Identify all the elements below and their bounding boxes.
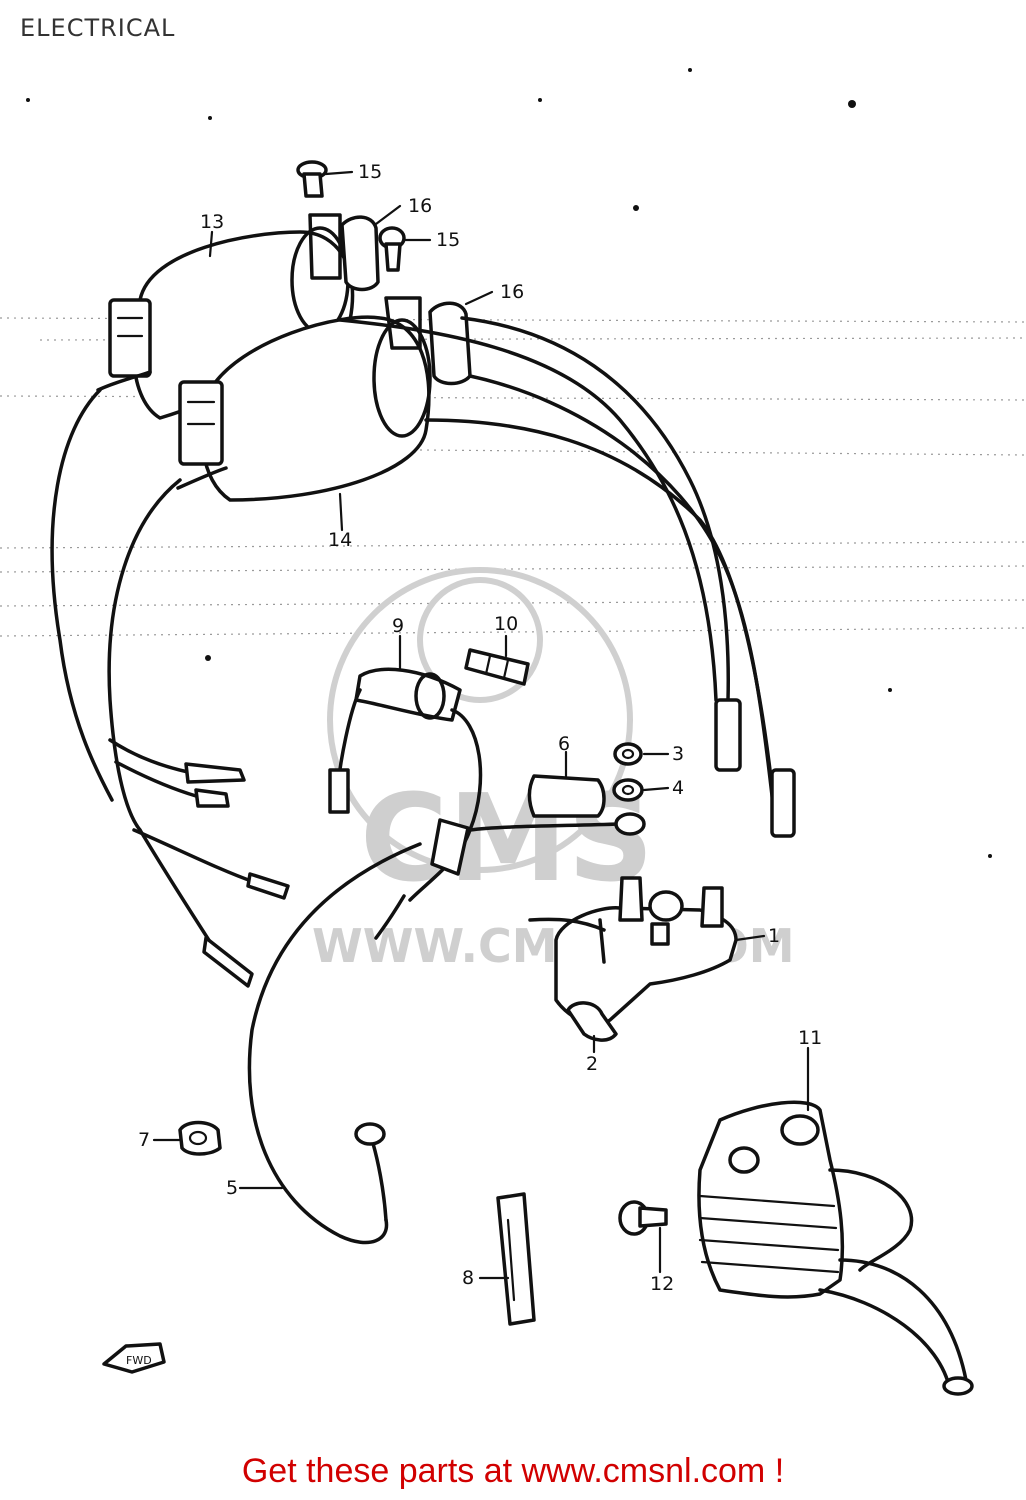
callout-10: 10	[494, 613, 518, 635]
fuse-10	[464, 648, 530, 686]
callout-labels: 1 2 3 4 5 6 7 8 9 10 11 12 13 14 15 15 1…	[138, 161, 822, 1295]
callout-4: 4	[672, 777, 684, 799]
callout-7: 7	[138, 1129, 150, 1151]
bracket-8	[496, 1192, 536, 1326]
coil-wiring-harness	[50, 388, 290, 988]
callout-16-top: 16	[408, 195, 432, 217]
callout-15-top: 15	[358, 161, 382, 183]
callout-16-lower: 16	[500, 281, 524, 303]
callout-13: 13	[200, 211, 224, 233]
callout-15-right: 15	[436, 229, 460, 251]
screw-15-right	[378, 226, 406, 272]
screw-15-top	[296, 160, 328, 198]
screw-12	[618, 1200, 668, 1236]
high-tension-leads	[338, 316, 796, 838]
callout-11: 11	[798, 1027, 822, 1049]
callout-1: 1	[768, 925, 780, 947]
get-parts-link[interactable]: Get these parts at www.cmsnl.com !	[241, 1452, 785, 1490]
battery-lead-5	[247, 812, 646, 1245]
page-title: ELECTRICAL	[20, 14, 176, 42]
callout-9: 9	[392, 615, 404, 637]
scan-dots	[26, 68, 992, 858]
callout-2: 2	[586, 1053, 598, 1075]
fwd-direction-arrow: FWD	[102, 1342, 166, 1374]
callout-14: 14	[328, 529, 352, 551]
callout-3: 3	[672, 743, 684, 765]
clamp-7	[178, 1120, 222, 1156]
coil-terminal-cap-lower	[428, 301, 472, 386]
fuse-holder-9	[328, 667, 483, 940]
callout-6: 6	[558, 733, 570, 755]
watermark-logo-text: CMS	[360, 770, 654, 909]
nut-3	[613, 742, 643, 766]
regulator-rectifier-11	[697, 1100, 974, 1396]
callout-8: 8	[462, 1267, 474, 1289]
scan-noise	[0, 317, 1026, 637]
terminal-cover-6	[527, 774, 606, 818]
callout-leaders	[152, 170, 810, 1280]
washer-4	[612, 778, 644, 802]
screw-2	[566, 1001, 618, 1042]
ignition-coil-14	[176, 296, 432, 502]
fwd-label: FWD	[126, 1354, 152, 1367]
coil-terminal-cap-upper	[340, 215, 380, 292]
callout-12: 12	[650, 1273, 674, 1295]
callout-5: 5	[226, 1177, 238, 1199]
